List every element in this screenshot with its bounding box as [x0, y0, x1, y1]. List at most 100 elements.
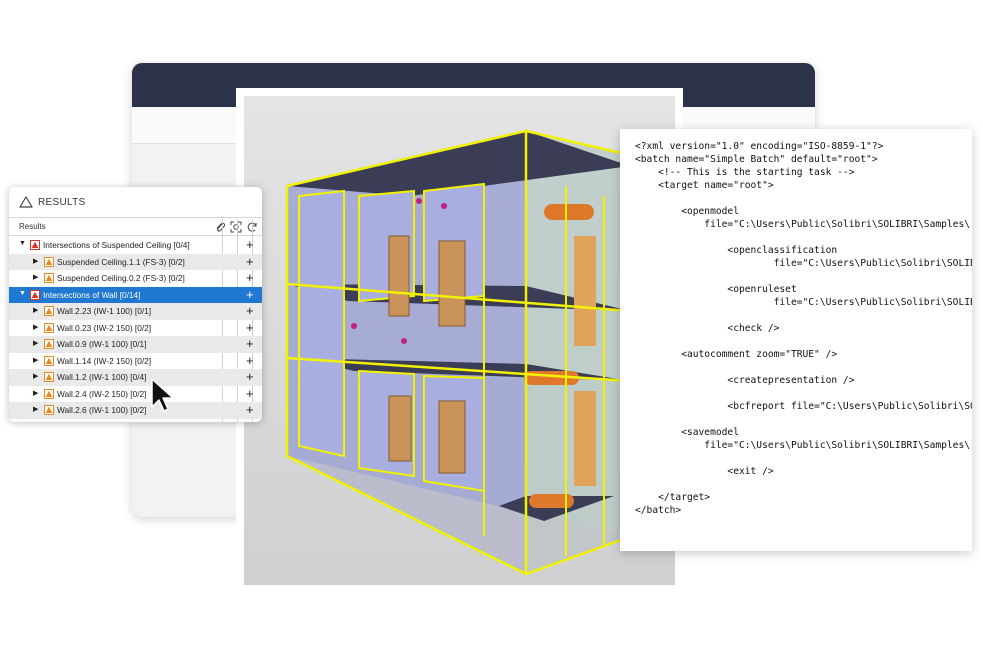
code-line: file="C:\Users\Public\Solibri\SOLIBRI\Sa… [635, 440, 971, 451]
bottom-slab [287, 456, 632, 574]
warning-icon [30, 240, 40, 250]
result-row[interactable]: ▶ Suspended Ceiling.1.1 (FS-3) [0/2] + [9, 253, 262, 270]
expand-arrow-icon[interactable]: ▶ [33, 356, 39, 364]
code-line: <batch name="Simple Batch" default="root… [635, 154, 878, 165]
code-line: </batch> [635, 505, 682, 516]
add-issue-button[interactable]: + [246, 286, 254, 302]
wall-left [298, 189, 345, 458]
add-issue-button[interactable]: + [246, 352, 254, 368]
add-issue-button[interactable]: + [246, 336, 254, 351]
issue-marker [401, 338, 407, 344]
warning-icon [44, 256, 54, 267]
building-model-view [285, 129, 635, 576]
result-row-label: Wall.0.23 (IW-2 150) [0/2] [57, 322, 152, 333]
roof-slab [287, 131, 630, 196]
code-line: <savemodel [635, 427, 739, 438]
column-divider [222, 219, 223, 422]
expand-arrow-icon[interactable]: ▶ [33, 406, 39, 413]
expand-arrow-icon[interactable]: ▶ [33, 373, 39, 380]
result-row[interactable]: ▶ Suspended Ceiling.0.2 (FS-3) [0/2] + [9, 270, 262, 287]
result-row-label: Wall.1.14 (IW-2 150) [0/2] [57, 355, 152, 366]
result-row-label: Wall.2.23 (IW-1 100) [0/1] [57, 306, 152, 316]
warning-icon [44, 388, 54, 399]
code-line: <bcfreport file="C:\Users\Public\Solibri… [727, 401, 972, 412]
results-column-header: Results [9, 219, 262, 236]
add-issue-button[interactable]: + [246, 253, 254, 269]
slab-level-0 [499, 496, 614, 521]
mouse-cursor-icon [151, 378, 174, 412]
expand-arrow-icon[interactable]: ▶ [33, 389, 39, 397]
pipe [529, 494, 574, 508]
results-column-label: Results [19, 222, 46, 231]
results-panel-title: RESULTS [38, 196, 86, 208]
warning-icon [44, 372, 54, 382]
result-row[interactable]: ▼ Intersections of Wall [0/14] + [9, 286, 262, 303]
warning-icon [30, 289, 40, 300]
model-viewport[interactable] [236, 88, 683, 594]
code-line: file="C:\Users\Public\Solibri\SOLIBRI\ [635, 258, 972, 269]
add-issue-button[interactable]: + [246, 270, 254, 285]
code-line: <exit /> [635, 466, 774, 477]
model-canvas[interactable] [244, 96, 675, 585]
door [388, 235, 410, 317]
code-line: <openclassification [635, 245, 838, 256]
results-panel-header: RESULTS [9, 187, 262, 218]
result-row[interactable]: ▶ Wall.2.23 (IW-1 100) [0/1] + [9, 303, 262, 320]
model-edge [286, 356, 631, 383]
code-line: <check /> [635, 323, 780, 334]
model-edge [286, 282, 631, 313]
warning-icon [44, 322, 54, 333]
code-line: <openruleset [635, 284, 797, 295]
results-panel: RESULTS Results ▼Intersections of Suspen… [9, 187, 262, 422]
add-issue-button[interactable]: + [246, 402, 254, 417]
result-row[interactable]: ▶ Wall.0.9 (IW-1 100) [0/1] + [9, 336, 262, 353]
issue-marker [416, 198, 422, 204]
add-issue-button[interactable]: + [246, 303, 254, 318]
expand-arrow-icon[interactable]: ▶ [33, 257, 39, 265]
collapse-arrow-icon[interactable]: ▼ [19, 289, 26, 297]
result-row-label: Suspended Ceiling.1.1 (FS-3) [0/2] [57, 256, 185, 267]
door [388, 395, 412, 462]
warning-icon [44, 339, 54, 349]
result-row[interactable]: ▶ Wall.2.4 (IW-2 150) [0/2] + [9, 386, 262, 403]
add-issue-button[interactable]: + [246, 319, 254, 335]
code-line: file="C:\Users\Public\Solibri\SOLIBRI\ [635, 297, 972, 308]
result-row-label: Suspended Ceiling.0.2 (FS-3) [0/2] [57, 273, 185, 283]
model-edge [285, 186, 633, 576]
results-tree: ▼Intersections of Suspended Ceiling [0/4… [9, 237, 262, 419]
result-row[interactable]: ▶Wall.2.6 (IW-1 100) [0/2]+ [9, 402, 262, 419]
collapse-arrow-icon[interactable]: ▼ [19, 240, 26, 247]
code-line: <?xml version="1.0" encoding="ISO-8859-1… [635, 141, 884, 152]
add-issue-button[interactable]: + [246, 385, 254, 401]
result-row[interactable]: ▼Intersections of Suspended Ceiling [0/4… [9, 237, 262, 254]
door [574, 391, 596, 486]
result-row-label: Wall.2.4 (IW-2 150) [0/2] [57, 388, 147, 399]
door [574, 236, 596, 346]
door [438, 400, 466, 474]
result-row-label: Intersections of Wall [0/14] [43, 289, 141, 300]
expand-arrow-icon[interactable]: ▶ [33, 274, 39, 281]
warning-icon [44, 306, 54, 316]
paperclip-icon[interactable] [214, 221, 226, 233]
result-row-label: Wall.1.2 (IW-1 100) [0/4] [57, 372, 147, 382]
triangle-outline-icon [19, 196, 33, 208]
expand-arrow-icon[interactable]: ▶ [33, 323, 39, 331]
add-issue-button[interactable]: + [246, 237, 254, 252]
pipe [544, 204, 594, 220]
expand-arrow-icon[interactable]: ▶ [33, 307, 39, 314]
warning-icon [44, 273, 54, 283]
add-issue-button[interactable]: + [246, 369, 254, 384]
door [438, 240, 466, 327]
column-divider [237, 219, 238, 422]
issue-marker [351, 323, 357, 329]
result-row[interactable]: ▶ Wall.0.23 (IW-2 150) [0/2] + [9, 320, 262, 337]
code-line: file="C:\Users\Public\Solibri\SOLIBRI\Sa… [635, 219, 971, 230]
code-line: <autocomment zoom="TRUE" /> [635, 349, 838, 360]
column-divider [252, 219, 253, 422]
result-row-label: Wall.0.9 (IW-1 100) [0/1] [57, 339, 147, 349]
expand-arrow-icon[interactable]: ▶ [33, 340, 39, 347]
result-row[interactable]: ▶ Wall.1.2 (IW-1 100) [0/4] + [9, 369, 262, 386]
result-row[interactable]: ▶ Wall.1.14 (IW-2 150) [0/2] + [9, 353, 262, 370]
code-line: <createpresentation /> [635, 375, 855, 386]
viewpoint-icon[interactable] [230, 221, 242, 233]
